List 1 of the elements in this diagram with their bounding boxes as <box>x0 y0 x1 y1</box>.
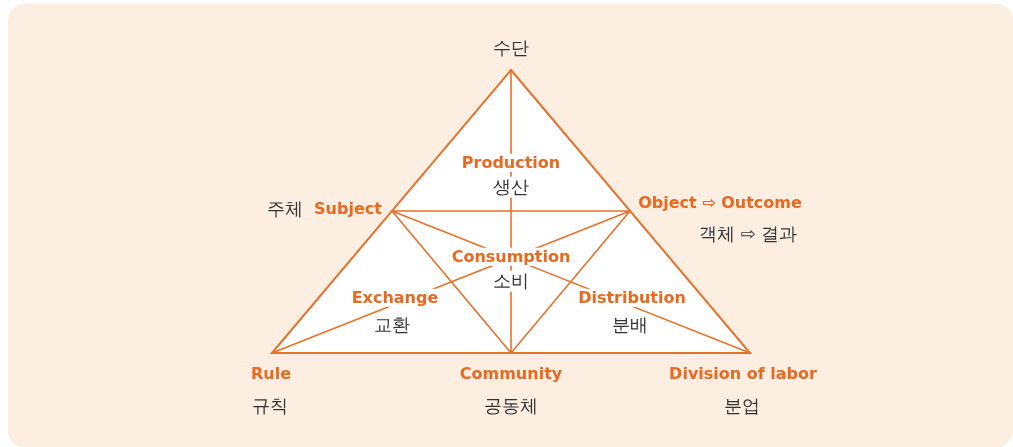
term-label: 생산 <box>490 176 532 198</box>
